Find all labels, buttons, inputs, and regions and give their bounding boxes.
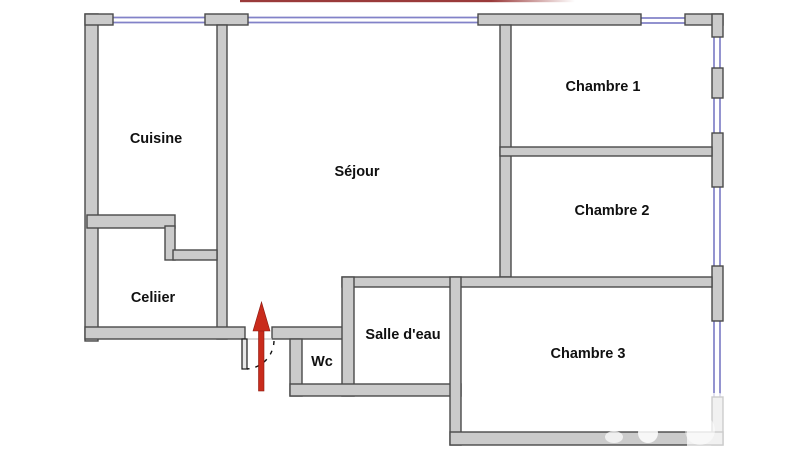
room-label-salle-deau: Salle d'eau bbox=[365, 327, 440, 343]
room-label-cuisine: Cuisine bbox=[130, 131, 182, 147]
wall-segment bbox=[341, 276, 355, 397]
wall-segment bbox=[84, 13, 99, 342]
top-red-line bbox=[240, 0, 575, 3]
wall-segment bbox=[499, 146, 713, 157]
wall-segment bbox=[164, 225, 176, 261]
room-label-chambre3: Chambre 3 bbox=[551, 346, 626, 362]
windows bbox=[111, 16, 721, 399]
wall-segment bbox=[449, 276, 462, 446]
wall-segment bbox=[711, 265, 724, 322]
wall-segment bbox=[289, 383, 462, 397]
door-swing-arc-icon bbox=[246, 340, 275, 370]
room-labels: Cuisine Celiier Séjour Chambre 1 Chambre… bbox=[130, 79, 650, 370]
arrow-head bbox=[252, 300, 271, 332]
wall-segment bbox=[711, 67, 724, 99]
wall-segment bbox=[449, 431, 724, 446]
door-leaf bbox=[241, 338, 248, 370]
room-label-chambre1: Chambre 1 bbox=[566, 79, 641, 95]
wall-segment bbox=[86, 214, 176, 229]
wall-segment bbox=[341, 276, 713, 288]
wall-segment bbox=[271, 326, 353, 340]
wall-segment bbox=[216, 24, 228, 340]
wall-segment bbox=[204, 13, 249, 26]
wall-segment bbox=[711, 132, 724, 188]
wall-segment bbox=[477, 13, 642, 26]
wall-segment bbox=[172, 249, 218, 261]
room-label-cellier: Celiier bbox=[131, 290, 176, 306]
entrance-arrow-icon bbox=[252, 300, 271, 392]
entrance-door bbox=[241, 338, 275, 370]
wall-segment bbox=[711, 13, 724, 38]
wall-segment bbox=[84, 13, 114, 26]
room-label-chambre2: Chambre 2 bbox=[575, 203, 650, 219]
wall-segment bbox=[84, 326, 246, 340]
room-label-wc: Wc bbox=[311, 354, 333, 370]
arrow-shaft bbox=[258, 328, 265, 392]
watermark bbox=[605, 393, 730, 472]
room-label-sejour: Séjour bbox=[334, 164, 379, 180]
